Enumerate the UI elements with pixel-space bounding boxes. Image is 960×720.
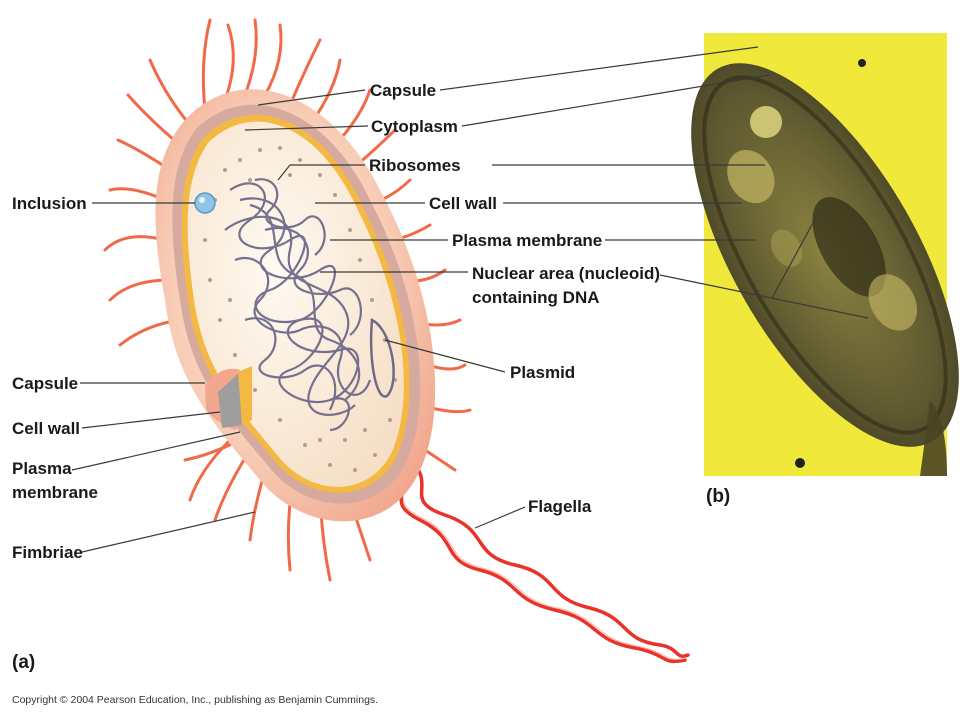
- inclusion: [194, 192, 216, 214]
- bacterial-cell: [155, 89, 436, 522]
- label-ribosomes: Ribosomes: [369, 156, 461, 175]
- label-capsule-top: Capsule: [370, 81, 436, 100]
- label-nucleoid-line2: containing DNA: [472, 288, 600, 307]
- label-inclusion: Inclusion: [12, 194, 87, 213]
- label-nucleoid-line1: Nuclear area (nucleoid): [472, 264, 660, 283]
- label-plasma-membrane-top: Plasma membrane: [452, 231, 602, 250]
- labels: Capsule Cytoplasm Ribosomes Inclusion Ce…: [12, 81, 730, 706]
- label-cytoplasm: Cytoplasm: [371, 117, 458, 136]
- label-cell-wall-top: Cell wall: [429, 194, 497, 213]
- plasmid: [369, 318, 395, 398]
- micrograph-panel: [691, 33, 959, 476]
- label-cell-wall-left: Cell wall: [12, 419, 80, 438]
- label-flagella: Flagella: [528, 497, 592, 516]
- panel-label-a: (a): [12, 652, 35, 673]
- copyright-notice: Copyright © 2004 Pearson Education, Inc.…: [12, 694, 378, 706]
- label-capsule-left: Capsule: [12, 374, 78, 393]
- nucleoid-dna: [224, 178, 372, 432]
- label-plasma-left-line1: Plasma: [12, 459, 72, 478]
- label-fimbriae: Fimbriae: [12, 543, 83, 562]
- panel-label-b: (b): [706, 486, 730, 507]
- leader-lines: [71, 46, 869, 553]
- label-plasmid: Plasmid: [510, 363, 575, 382]
- label-plasma-left-line2: membrane: [12, 483, 98, 502]
- flagella: [396, 456, 690, 664]
- cutaway-section: [205, 366, 252, 430]
